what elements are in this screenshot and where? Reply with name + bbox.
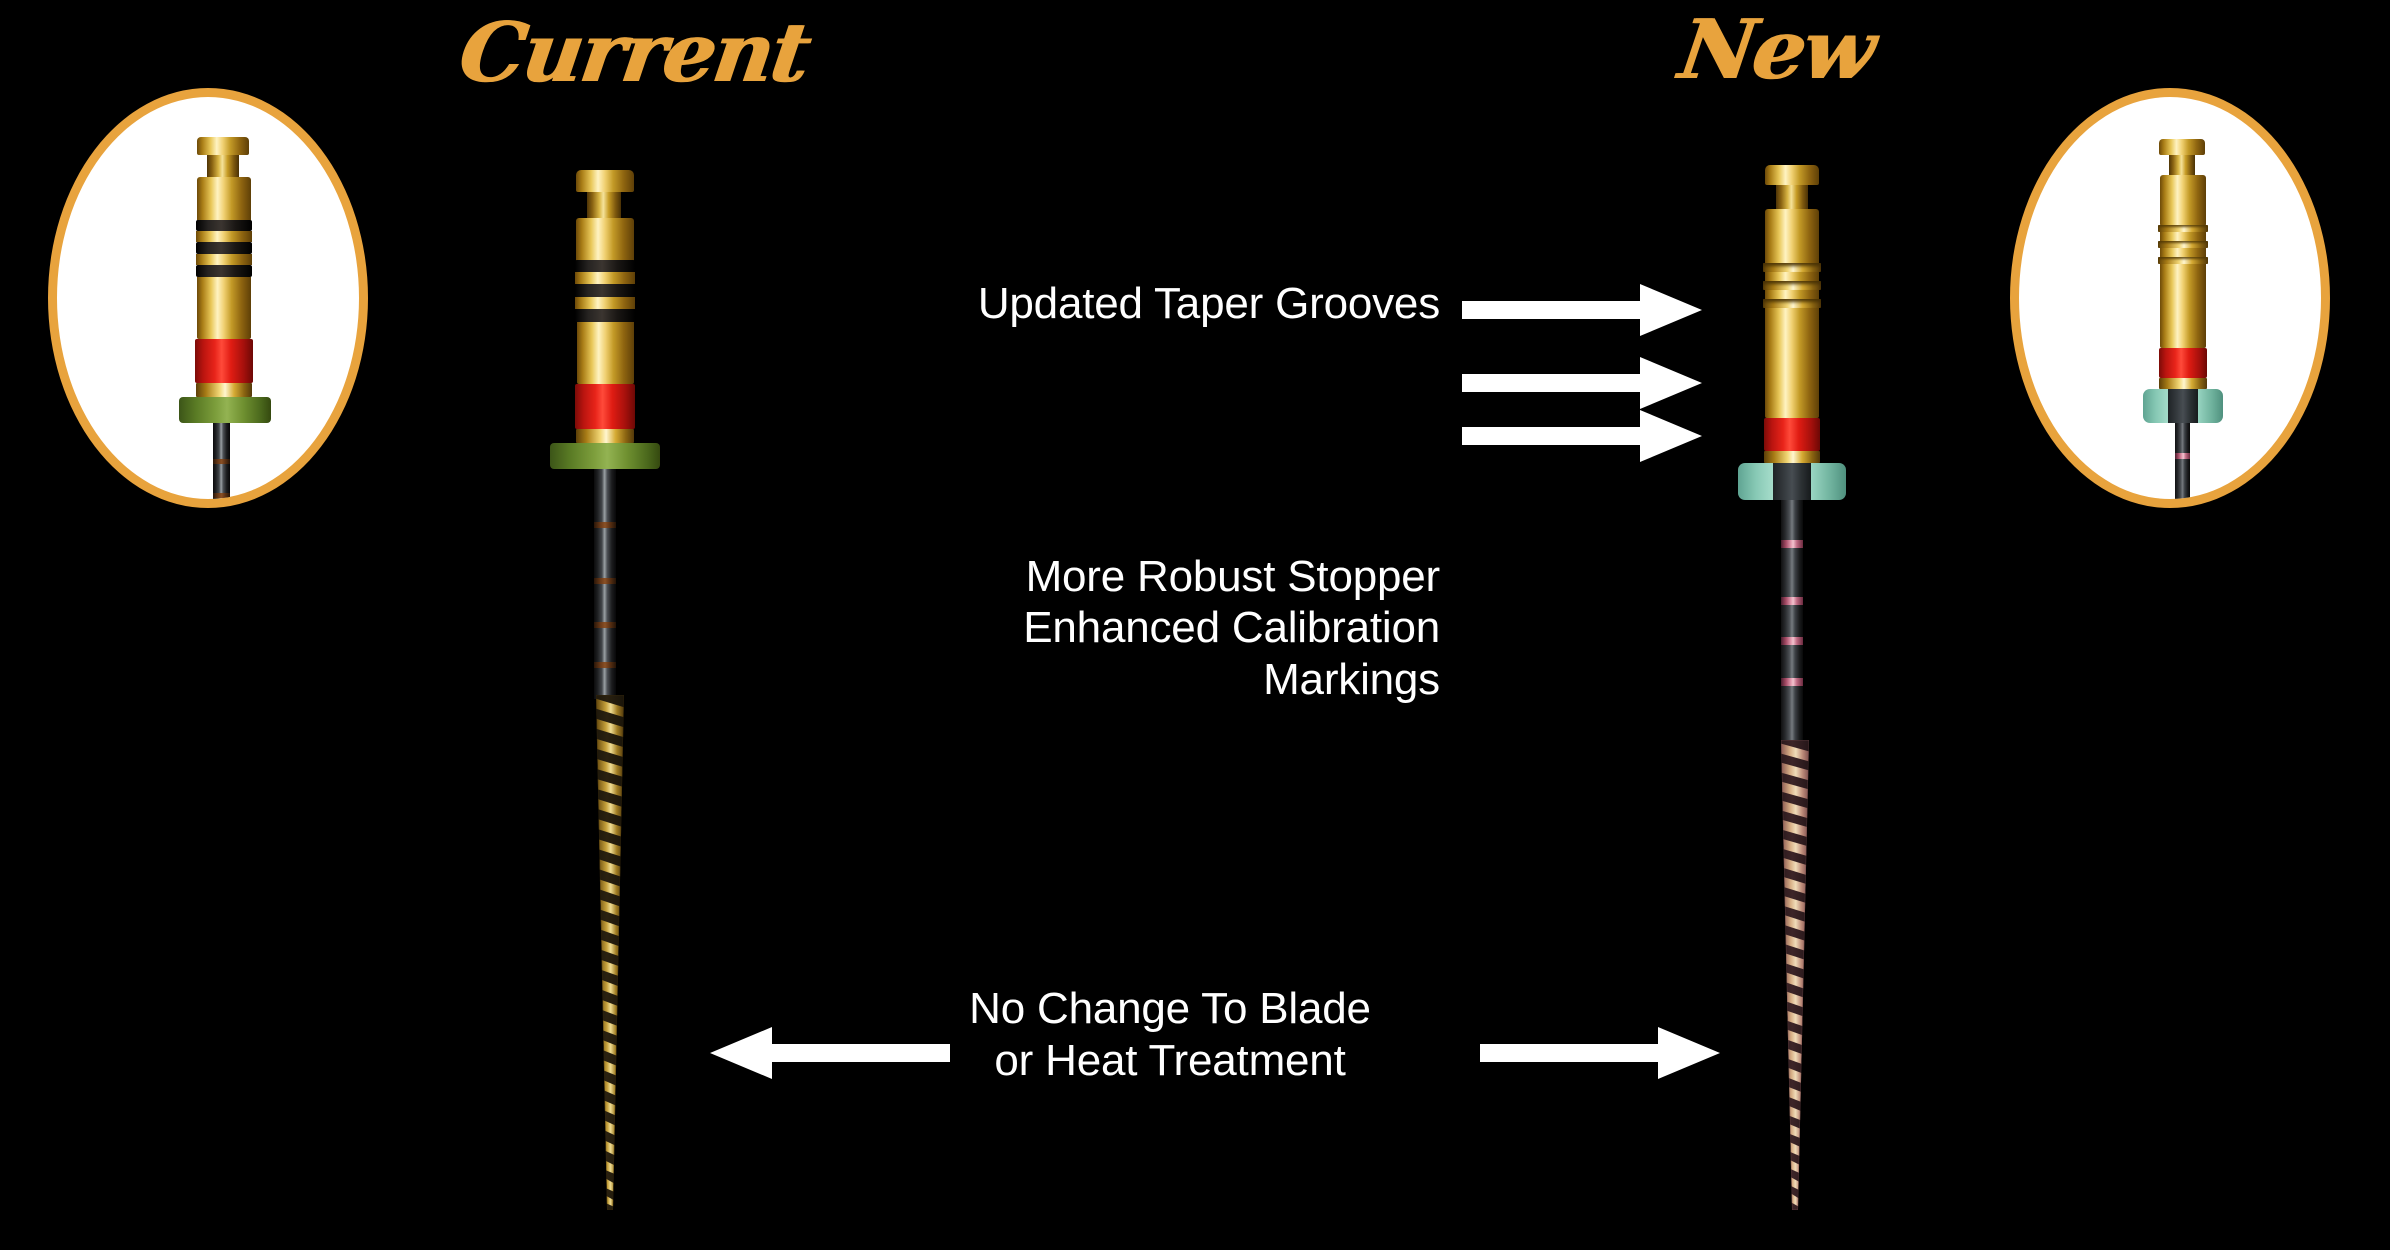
taper-groove-icon (2158, 241, 2208, 248)
handle-cap-icon (1765, 165, 1819, 185)
inset-oval-current (48, 88, 368, 508)
groove-rib-icon (196, 231, 252, 242)
callout-label-taper-grooves: Updated Taper Grooves (977, 279, 1440, 328)
file-shaft-icon (1781, 500, 1803, 745)
color-band-icon (2159, 348, 2207, 378)
callout-arrow-right (1462, 282, 1702, 338)
handle-cap-icon (576, 170, 634, 192)
inset-oval-new (2010, 88, 2330, 508)
handle-barrel-icon (2160, 175, 2206, 227)
page-title-current: Current (453, 5, 814, 101)
current-file-closeup (175, 115, 271, 499)
callout-label-robust-stopper: More Robust Stopper (1025, 552, 1441, 601)
calibration-marking-icon (1781, 540, 1803, 548)
handle-lower-barrel-icon (2160, 264, 2206, 348)
handle-barrel-icon (1765, 209, 1819, 267)
taper-groove-icon (2158, 257, 2208, 264)
taper-groove-icon (575, 309, 635, 322)
handle-lower-barrel-icon (577, 322, 634, 384)
groove-rib-icon (575, 272, 635, 284)
taper-groove-icon (575, 284, 635, 297)
new-file-closeup (2135, 115, 2225, 508)
blade-svg (1781, 740, 1809, 1210)
handle-neck-icon (1776, 185, 1808, 209)
handle-barrel-icon (576, 218, 634, 263)
color-band-icon (195, 339, 253, 383)
callout-arrow-left (710, 1025, 950, 1081)
file-shaft-icon (2175, 423, 2190, 499)
stopper-core-icon (2168, 389, 2198, 423)
blade-svg (596, 695, 624, 1210)
taper-groove-icon (575, 260, 635, 272)
calibration-marking-icon (594, 622, 616, 628)
product-new (1735, 165, 1905, 1210)
groove-rib-icon (1765, 290, 1819, 299)
calibration-marking-icon (1781, 678, 1803, 686)
handle-lower-barrel-icon (1765, 308, 1819, 418)
callout-arrow-right (1462, 355, 1702, 411)
taper-groove-icon (2158, 225, 2208, 232)
handle-cap-icon (2159, 139, 2205, 155)
stopper-core-icon (1773, 463, 1811, 500)
taper-groove-icon (1763, 263, 1821, 272)
calibration-marking-icon (1781, 597, 1803, 605)
rubber-stopper-icon (179, 397, 271, 423)
calibration-marking-icon (594, 522, 616, 528)
taper-groove-icon (196, 265, 252, 277)
taper-groove-icon (1763, 281, 1821, 290)
handle-neck-icon (2169, 155, 2195, 175)
calibration-marking-icon (213, 459, 230, 464)
arrow-right-icon (1462, 410, 1702, 462)
arrow-right-icon (1480, 1027, 1720, 1079)
callout-label-calibration: Enhanced Calibration Markings (1023, 603, 1440, 704)
groove-rib-icon (196, 254, 252, 265)
taper-groove-icon (1763, 299, 1821, 308)
handle-collar-icon (576, 429, 634, 443)
calibration-marking-icon (2175, 502, 2190, 508)
callout-label-no-change: No Change To Blade or Heat Treatment (969, 984, 1371, 1085)
groove-rib-icon (2160, 232, 2206, 241)
color-band-icon (1764, 418, 1820, 451)
handle-collar-icon (196, 383, 252, 397)
handle-collar-icon (1764, 451, 1820, 463)
calibration-marking-icon (2175, 453, 2190, 459)
handle-cap-icon (197, 137, 249, 155)
page-title-new: New (1673, 2, 1879, 98)
groove-rib-icon (2160, 248, 2206, 257)
rubber-stopper-icon (550, 443, 660, 469)
handle-collar-icon (2159, 378, 2207, 389)
arrow-left-icon (710, 1027, 950, 1079)
product-current (540, 170, 720, 1210)
handle-lower-barrel-icon (197, 277, 251, 339)
handle-barrel-icon (197, 177, 251, 223)
taper-groove-icon (196, 220, 252, 231)
taper-groove-icon (196, 242, 252, 254)
file-blade-icon (580, 695, 640, 1210)
calibration-marking-icon (213, 493, 230, 498)
handle-neck-icon (587, 192, 621, 218)
groove-rib-icon (575, 297, 635, 309)
file-blade-icon (1767, 740, 1823, 1210)
arrow-right-icon (1462, 357, 1702, 409)
color-band-icon (575, 384, 635, 429)
arrow-right-icon (1462, 284, 1702, 336)
calibration-marking-icon (594, 578, 616, 584)
calibration-marking-icon (1781, 637, 1803, 645)
callout-arrow-right (1480, 1025, 1720, 1081)
callout-arrow-right (1462, 408, 1702, 464)
calibration-marking-icon (594, 662, 616, 668)
handle-neck-icon (207, 155, 239, 177)
groove-rib-icon (1765, 272, 1819, 281)
